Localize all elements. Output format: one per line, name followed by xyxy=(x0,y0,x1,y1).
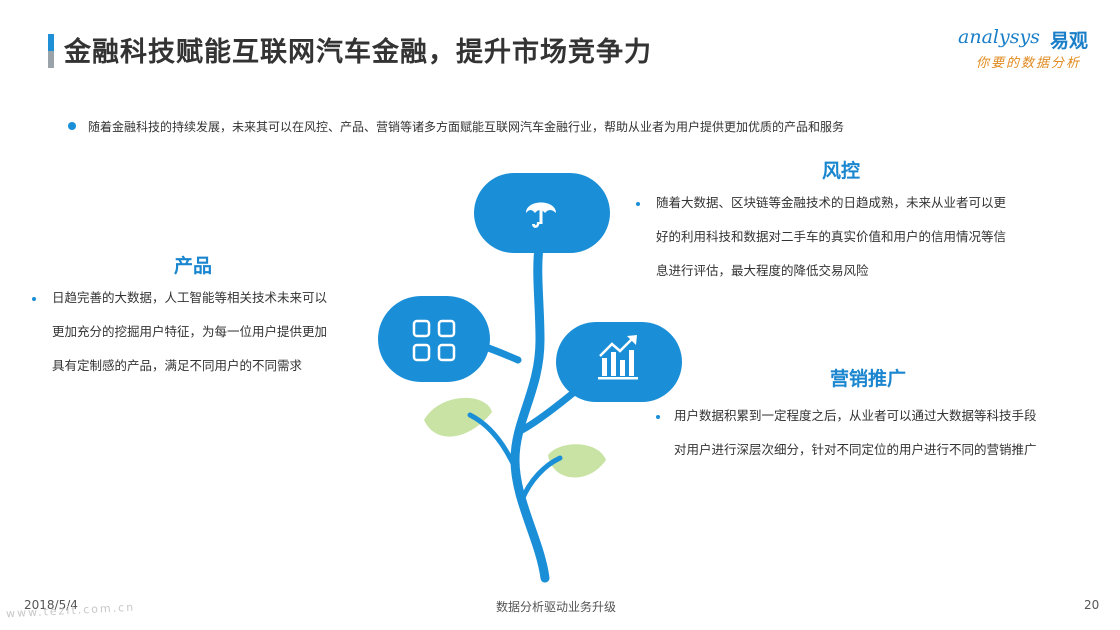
logo-chinese: 易观 xyxy=(1050,30,1089,52)
main-stem xyxy=(510,235,550,583)
intro-text: 随着金融科技的持续发展，未来其可以在风控、产品、营销等诸多方面赋能互联网汽车金融… xyxy=(88,120,845,134)
growth-chart-icon xyxy=(598,335,638,380)
product-heading: 产品 xyxy=(174,255,213,277)
marketing-bullet xyxy=(656,415,660,419)
risk-heading: 风控 xyxy=(822,160,861,182)
risk-text-line: 好的利用科技和数据对二手车的真实价值和用户的信用情况等信 xyxy=(656,229,1007,244)
title-accent-bar xyxy=(48,34,54,68)
product-text-line: 日趋完善的大数据，人工智能等相关技术未来可以 xyxy=(52,290,328,305)
marketing-icon-bubble xyxy=(556,322,682,402)
marketing-heading: 营销推广 xyxy=(830,368,907,390)
umbrella-icon xyxy=(526,202,556,228)
logo-slogan: 你要的数据分析 xyxy=(976,56,1082,71)
risk-text-line: 随着大数据、区块链等金融技术的日趋成熟，未来从业者可以更 xyxy=(656,195,1007,210)
footer-date: 2018/5/4 xyxy=(24,598,78,612)
product-bullet xyxy=(32,297,36,301)
logo-english: analysys xyxy=(958,26,1040,48)
product-text: 日趋完善的大数据，人工智能等相关技术未来可以 更加充分的挖掘用户特征，为每一位用… xyxy=(52,281,327,383)
intro-bullet xyxy=(68,122,76,130)
brand-logo: analysys 易观 你要的数据分析 xyxy=(958,26,1098,76)
stem-leaf-right xyxy=(519,455,563,503)
marketing-text-line: 用户数据积累到一定程度之后，从业者可以通过大数据等科技手段 xyxy=(674,408,1037,423)
leaf-left xyxy=(424,397,492,437)
marketing-text: 用户数据积累到一定程度之后，从业者可以通过大数据等科技手段 对用户进行深层次细分… xyxy=(674,399,1037,467)
risk-text-line: 息进行评估，最大程度的降低交易风险 xyxy=(656,263,869,278)
page-number: 20 xyxy=(1084,598,1100,612)
product-text-line: 更加充分的挖掘用户特征，为每一位用户提供更加 xyxy=(52,324,328,339)
leaf-right xyxy=(548,444,606,478)
risk-bullet xyxy=(636,202,640,206)
product-icon-bubble xyxy=(378,296,490,382)
risk-text: 随着大数据、区块链等金融技术的日趋成熟，未来从业者可以更 好的利用科技和数据对二… xyxy=(656,186,1006,288)
grid-icon xyxy=(412,319,456,362)
page-title: 金融科技赋能互联网汽车金融，提升市场竞争力 xyxy=(64,37,652,68)
product-text-line: 具有定制感的产品，满足不同用户的不同需求 xyxy=(52,358,303,373)
stem-leaf-left xyxy=(467,412,519,473)
marketing-text-line: 对用户进行深层次细分，针对不同定位的用户进行不同的营销推广 xyxy=(674,442,1037,457)
footer-caption: 数据分析驱动业务升级 xyxy=(496,600,617,614)
